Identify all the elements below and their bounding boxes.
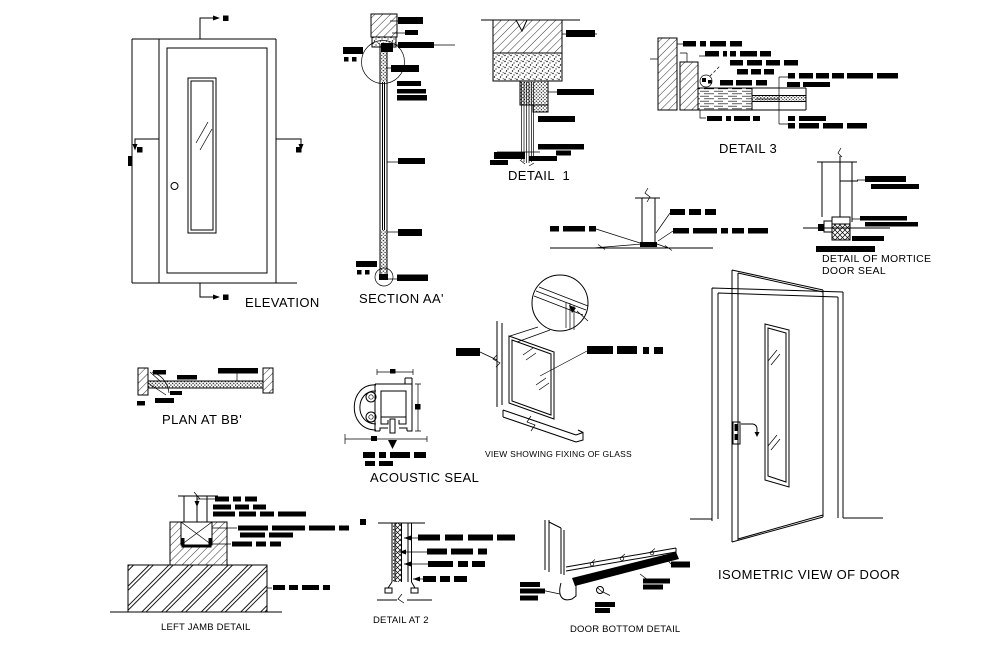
- section-marker-bottom: [199, 283, 229, 300]
- figure-acoustic-seal: ACOUSTIC SEAL: [344, 369, 479, 485]
- detail-3-label: DETAIL 3: [719, 141, 777, 156]
- elevation-label: ELEVATION: [245, 295, 320, 310]
- detail-callout-circle: [531, 274, 589, 332]
- isometric-door-label: ISOMETRIC VIEW OF DOOR: [718, 567, 900, 582]
- mortice-seal-label-1: DETAIL OF MORTICE: [822, 253, 931, 265]
- glass-fixing-label: VIEW SHOWING FIXING OF GLASS: [485, 449, 632, 459]
- figure-isometric-door: ISOMETRIC VIEW OF DOOR: [690, 269, 900, 582]
- redacted-annotation: [211, 496, 349, 590]
- figure-left-jamb: LEFT JAMB DETAIL: [110, 491, 349, 633]
- figure-section-aa: SECTION AA': [343, 13, 455, 306]
- detail-at-2-label: DETAIL AT 2: [373, 615, 429, 626]
- figure-plan-bb: PLAN AT BB': [137, 367, 274, 427]
- rail-screws: [589, 548, 656, 567]
- detail-callout-circle: [374, 267, 394, 287]
- door-seal-strip: [572, 552, 679, 586]
- acoustic-seal-label: ACOUSTIC SEAL: [370, 470, 479, 485]
- section-marker-top: [199, 15, 229, 39]
- figure-elevation: ELEVATION: [128, 15, 320, 310]
- screw-symbol: [596, 586, 611, 596]
- section-marker-left: [128, 138, 159, 166]
- left-jamb-label: LEFT JAMB DETAIL: [161, 622, 250, 633]
- glass-hatch: [522, 347, 550, 391]
- glass-hatch: [767, 349, 781, 451]
- redacted-annotation: [490, 30, 597, 165]
- section-marker-right: [276, 138, 304, 153]
- door-handle: [732, 421, 760, 445]
- figure-glass-fixing: VIEW SHOWING FIXING OF GLASS: [456, 274, 663, 459]
- redacted-annotation: [399, 534, 515, 582]
- detail-1-label: DETAIL 1: [508, 168, 570, 183]
- door-bottom-label: DOOR BOTTOM DETAIL: [570, 624, 680, 635]
- dimension-lines: [344, 369, 428, 444]
- pointer-arrow: [388, 440, 397, 449]
- redacted-annotation: [363, 452, 426, 466]
- figure-detail-at-2: DETAIL AT 2: [360, 519, 515, 626]
- redacted-annotation: [343, 17, 455, 281]
- figure-detail-1: DETAIL 1: [481, 19, 597, 183]
- redacted-annotation: [677, 41, 898, 129]
- mortice-seal-callout: [699, 74, 713, 88]
- figure-mortice-door-seal: DETAIL OF MORTICE DOOR SEAL: [803, 147, 931, 277]
- redacted-annotation: [137, 368, 258, 406]
- section-aa-label: SECTION AA': [359, 291, 444, 306]
- mortice-seal-label-2: DOOR SEAL: [822, 265, 886, 277]
- figure-threshold-detail: [550, 187, 768, 251]
- figure-detail-3: DETAIL 3: [650, 37, 898, 156]
- redacted-annotation: [550, 209, 768, 244]
- glass-hatch: [195, 121, 213, 151]
- redacted-annotation: [456, 346, 663, 377]
- redacted-annotation: [852, 176, 919, 241]
- redacted-annotation: [520, 554, 690, 613]
- door-knob: [170, 182, 179, 190]
- plan-bb-label: PLAN AT BB': [162, 412, 242, 427]
- detail-callout-circle: [361, 40, 405, 84]
- figure-door-bottom: DOOR BOTTOM DETAIL: [520, 520, 690, 635]
